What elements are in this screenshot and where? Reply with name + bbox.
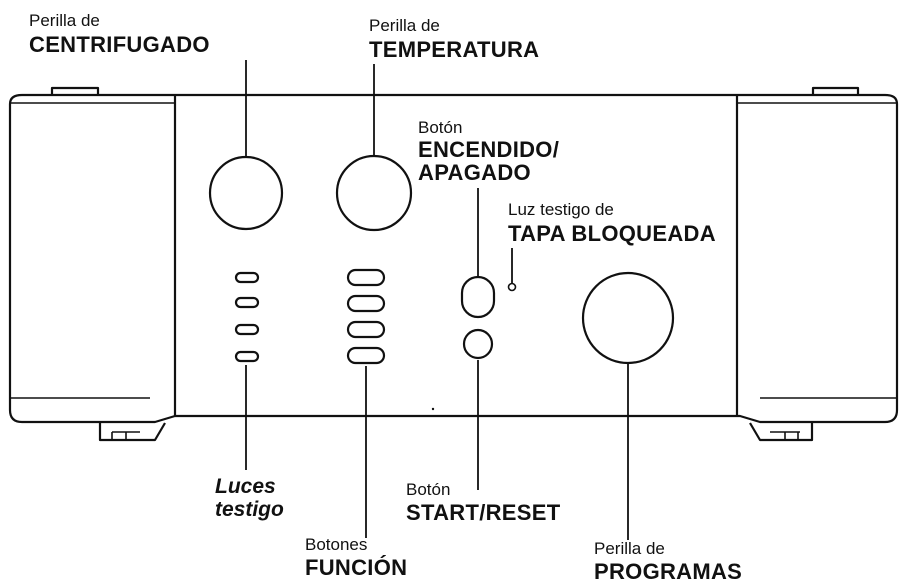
- lid-lock-label-small: Luz testigo de: [508, 200, 614, 219]
- power-label-small: Botón: [418, 118, 463, 137]
- indicator-light: [234, 296, 260, 309]
- indicator-lights-label-line2: testigo: [215, 498, 284, 521]
- left-top-tab: [50, 86, 100, 95]
- power-label-big-line2: APAGADO: [418, 160, 531, 185]
- spin-label-small: Perilla de: [29, 11, 100, 30]
- function-button[interactable]: [346, 268, 386, 287]
- programs-label-big: PROGRAMAS: [594, 559, 743, 584]
- temperature-label-big: TEMPERATURA: [369, 37, 540, 62]
- function-button[interactable]: [346, 320, 386, 339]
- start-reset-button[interactable]: [462, 328, 494, 360]
- left-foot: [98, 422, 166, 442]
- function-button[interactable]: [346, 294, 386, 313]
- start-reset-label-small: Botón: [406, 480, 451, 499]
- temperature-knob[interactable]: [335, 154, 413, 232]
- temperature-label-small: Perilla de: [369, 16, 440, 35]
- indicator-light: [234, 323, 260, 336]
- programs-label-small: Perilla de: [594, 539, 665, 558]
- indicator-light: [234, 350, 260, 363]
- function-button[interactable]: [346, 346, 386, 365]
- function-label-small: Botones: [305, 535, 368, 554]
- indicator-light: [234, 271, 260, 284]
- lid-lock-light: [507, 282, 517, 292]
- start-reset-label-big: START/RESET: [406, 500, 561, 525]
- right-foot: [749, 422, 814, 442]
- spin-knob[interactable]: [208, 155, 284, 231]
- indicator-lights-label-line1: Luces: [215, 475, 276, 498]
- lid-lock-label-big: TAPA BLOQUEADA: [508, 221, 716, 246]
- power-label-big-line1: ENCENDIDO/: [418, 137, 560, 162]
- programs-knob[interactable]: [581, 271, 675, 365]
- power-button[interactable]: [460, 275, 496, 319]
- right-top-tab: [811, 86, 860, 95]
- panel-outline: [8, 93, 899, 424]
- function-label-big: FUNCIÓN: [305, 555, 408, 580]
- spin-label-big: CENTRIFUGADO: [29, 32, 210, 57]
